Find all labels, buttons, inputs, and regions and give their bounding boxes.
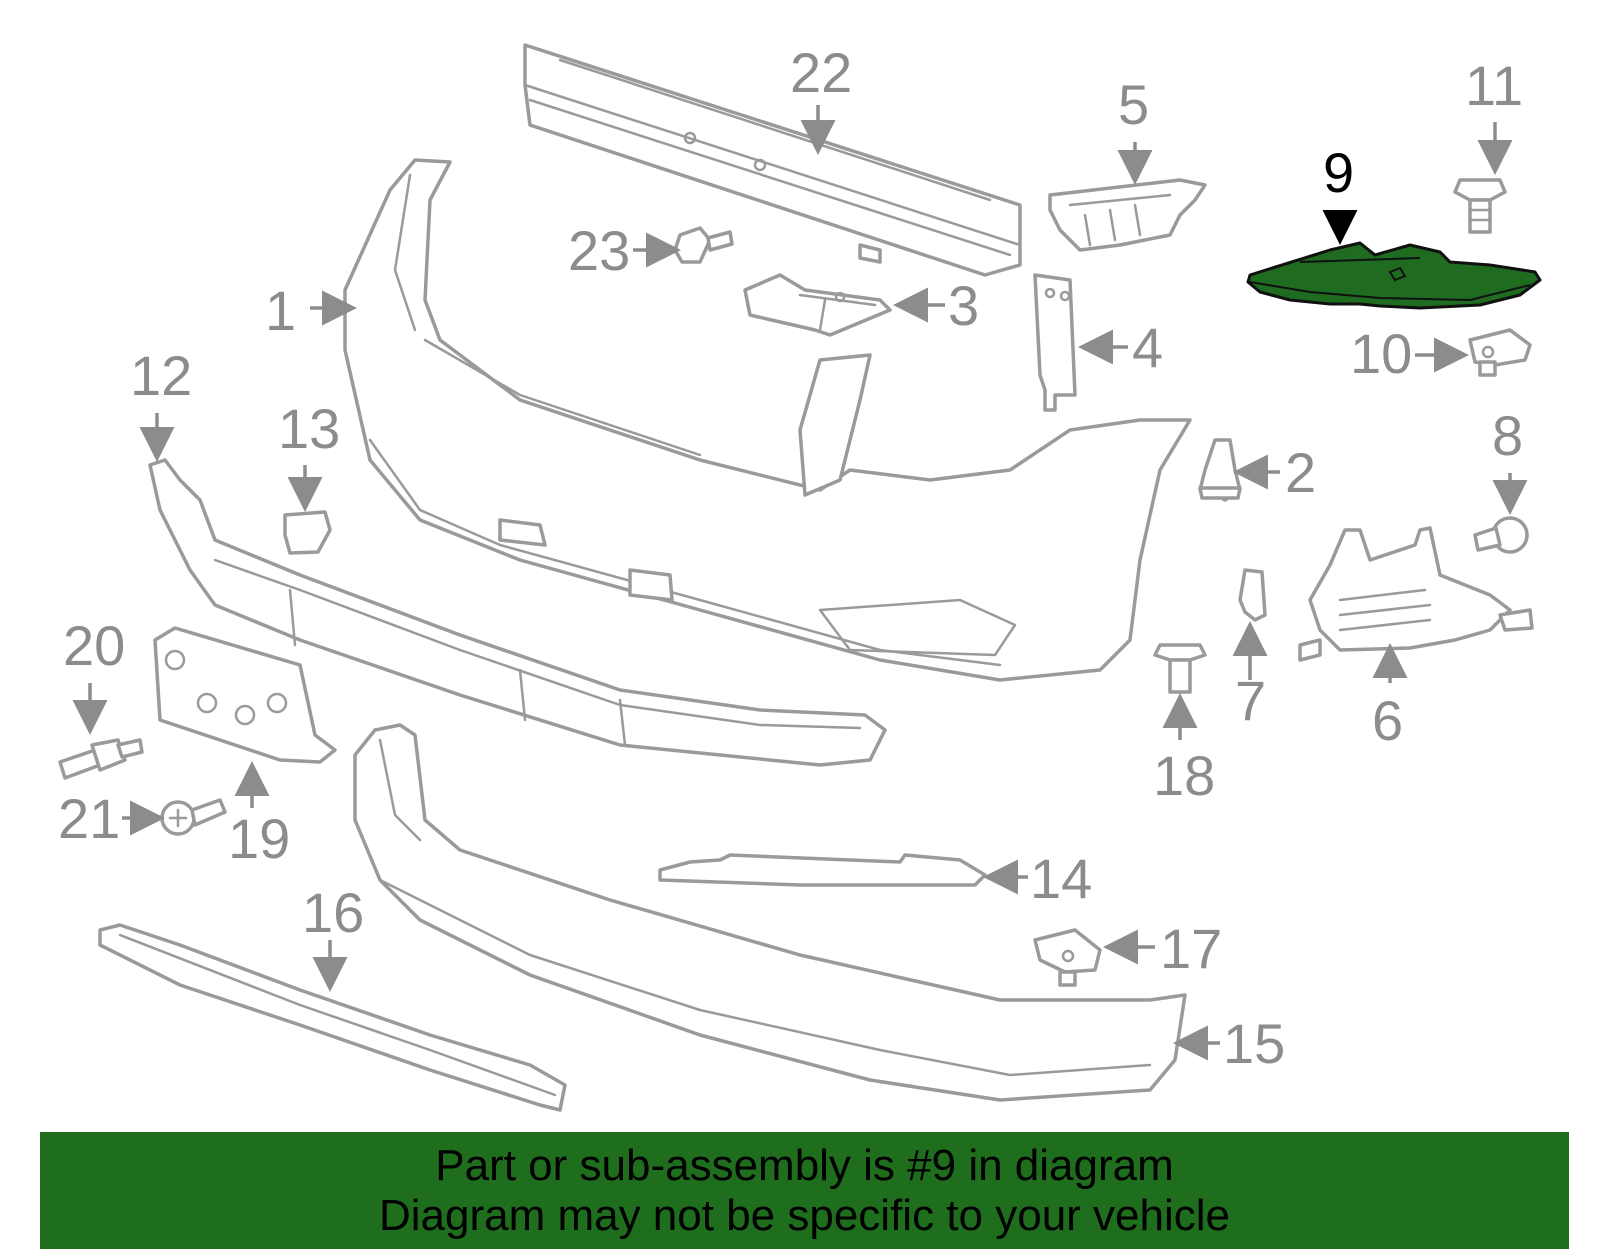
part-7-clip — [1238, 568, 1267, 622]
part-14-trim-strip — [658, 853, 987, 887]
callout-1: 1 — [265, 279, 296, 342]
part-23-bolt — [673, 226, 734, 264]
part-1-bumper-fascia — [343, 158, 1192, 682]
part-10-nut-clip — [1468, 328, 1532, 377]
callout-9: 9 — [1323, 141, 1354, 204]
part-22-impact-bar — [523, 43, 1022, 277]
part-2-push-pin — [1198, 438, 1242, 502]
callout-3: 3 — [948, 274, 979, 337]
info-banner: Part or sub-assembly is #9 in diagram Di… — [40, 1132, 1569, 1249]
callout-14: 14 — [1030, 847, 1092, 910]
callout-6: 6 — [1372, 689, 1403, 752]
callout-7: 7 — [1235, 669, 1266, 732]
part-3-bracket — [743, 273, 892, 337]
part-16-lower-trim — [98, 923, 567, 1112]
callout-17: 17 — [1160, 917, 1222, 980]
callout-19: 19 — [228, 807, 290, 870]
part-13-clip — [283, 510, 332, 555]
callout-11: 11 — [1465, 54, 1523, 117]
leader-arrows — [72, 105, 1528, 1061]
part-11-bolt — [1453, 178, 1507, 234]
part-17-nut-clip — [1033, 928, 1102, 987]
part-19-plate-bracket — [153, 626, 337, 764]
banner-line-2: Diagram may not be specific to your vehi… — [378, 1190, 1231, 1240]
callout-10: 10 — [1350, 322, 1412, 385]
part-5-bracket — [1048, 178, 1207, 252]
callout-23: 23 — [568, 219, 630, 282]
part-9-bracket-highlighted — [1246, 241, 1542, 310]
callout-labels: 22 5 9 11 23 1 3 4 10 2 8 12 13 7 6 18 2… — [58, 41, 1523, 1075]
callout-5: 5 — [1118, 73, 1149, 136]
callout-18: 18 — [1153, 744, 1215, 807]
callout-8: 8 — [1492, 404, 1523, 467]
part-18-bolt — [1153, 643, 1207, 694]
callout-20: 20 — [63, 614, 125, 677]
part-21-screw — [160, 798, 227, 836]
callout-13: 13 — [278, 397, 340, 460]
callout-2: 2 — [1285, 441, 1316, 504]
callout-15: 15 — [1223, 1012, 1285, 1075]
callout-12: 12 — [130, 344, 192, 407]
part-15-air-deflector — [353, 723, 1187, 1102]
callout-16: 16 — [302, 881, 364, 944]
callout-22: 22 — [790, 41, 852, 104]
part-6-fog-lamp — [1298, 526, 1534, 662]
callout-4: 4 — [1132, 316, 1163, 379]
part-4-bracket — [1033, 273, 1077, 412]
callout-21: 21 — [58, 787, 120, 850]
part-20-push-pin — [58, 738, 144, 780]
part-8-bolt — [1473, 516, 1529, 554]
banner-line-1: Part or sub-assembly is #9 in diagram — [435, 1140, 1174, 1190]
part-12-lower-grille — [148, 458, 887, 767]
